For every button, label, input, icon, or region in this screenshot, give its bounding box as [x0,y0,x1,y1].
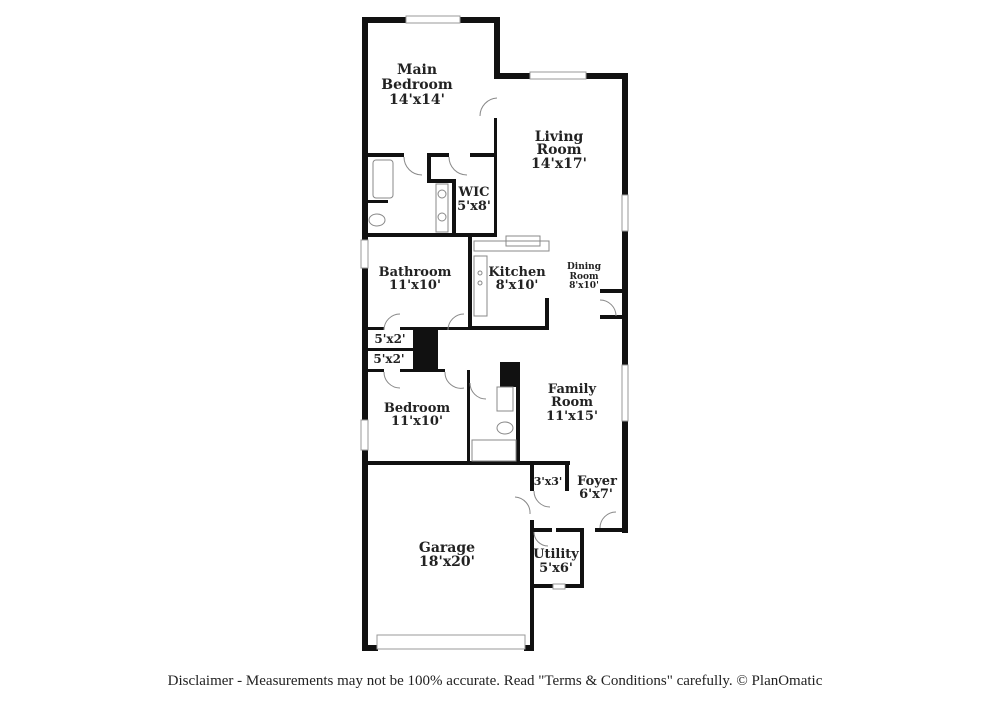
closet-1-size: 5'x2' [374,332,405,346]
kitchen-size: 8'x10' [496,278,539,293]
wic-size: 5'x8' [457,199,491,214]
dining-room-name-2: Room [569,272,598,282]
family-room-size: 11'x15' [546,409,598,424]
closet-3-size: 3'x3' [534,475,563,488]
bedroom-name: Bedroom [384,401,451,416]
kitchen-name: Kitchen [488,265,546,280]
foyer-size: 6'x7' [579,487,613,502]
family-room-name: Family [548,382,597,397]
bathroom-size: 11'x10' [389,278,441,293]
closet-2-size: 5'x2' [373,352,404,366]
dining-room-size: 8'x10' [569,281,599,291]
garage-size: 18'x20' [419,554,475,570]
main-bedroom-name: Main [397,62,437,78]
main-bedroom-name-2: Bedroom [381,77,453,93]
wic-name: WIC [457,185,489,200]
room-labels: Main Bedroom 14'x14' Living Room 14'x17'… [373,62,617,576]
main-bedroom-size: 14'x14' [389,92,445,108]
windows [360,15,629,650]
living-room-name-2: Room [536,142,581,158]
family-room-name-2: Room [551,395,593,410]
foyer-name: Foyer [577,474,617,489]
garage-name: Garage [419,540,475,556]
utility-name: Utility [533,547,579,562]
living-room-size: 14'x17' [531,156,587,172]
dining-room-name: Dining [567,262,602,272]
utility-size: 5'x6' [539,561,573,576]
living-room-name: Living [535,129,584,145]
bathroom-name: Bathroom [379,265,452,280]
bedroom-size: 11'x10' [391,414,443,429]
fixtures [368,97,617,547]
disclaimer-text: Disclaimer - Measurements may not be 100… [167,673,823,689]
